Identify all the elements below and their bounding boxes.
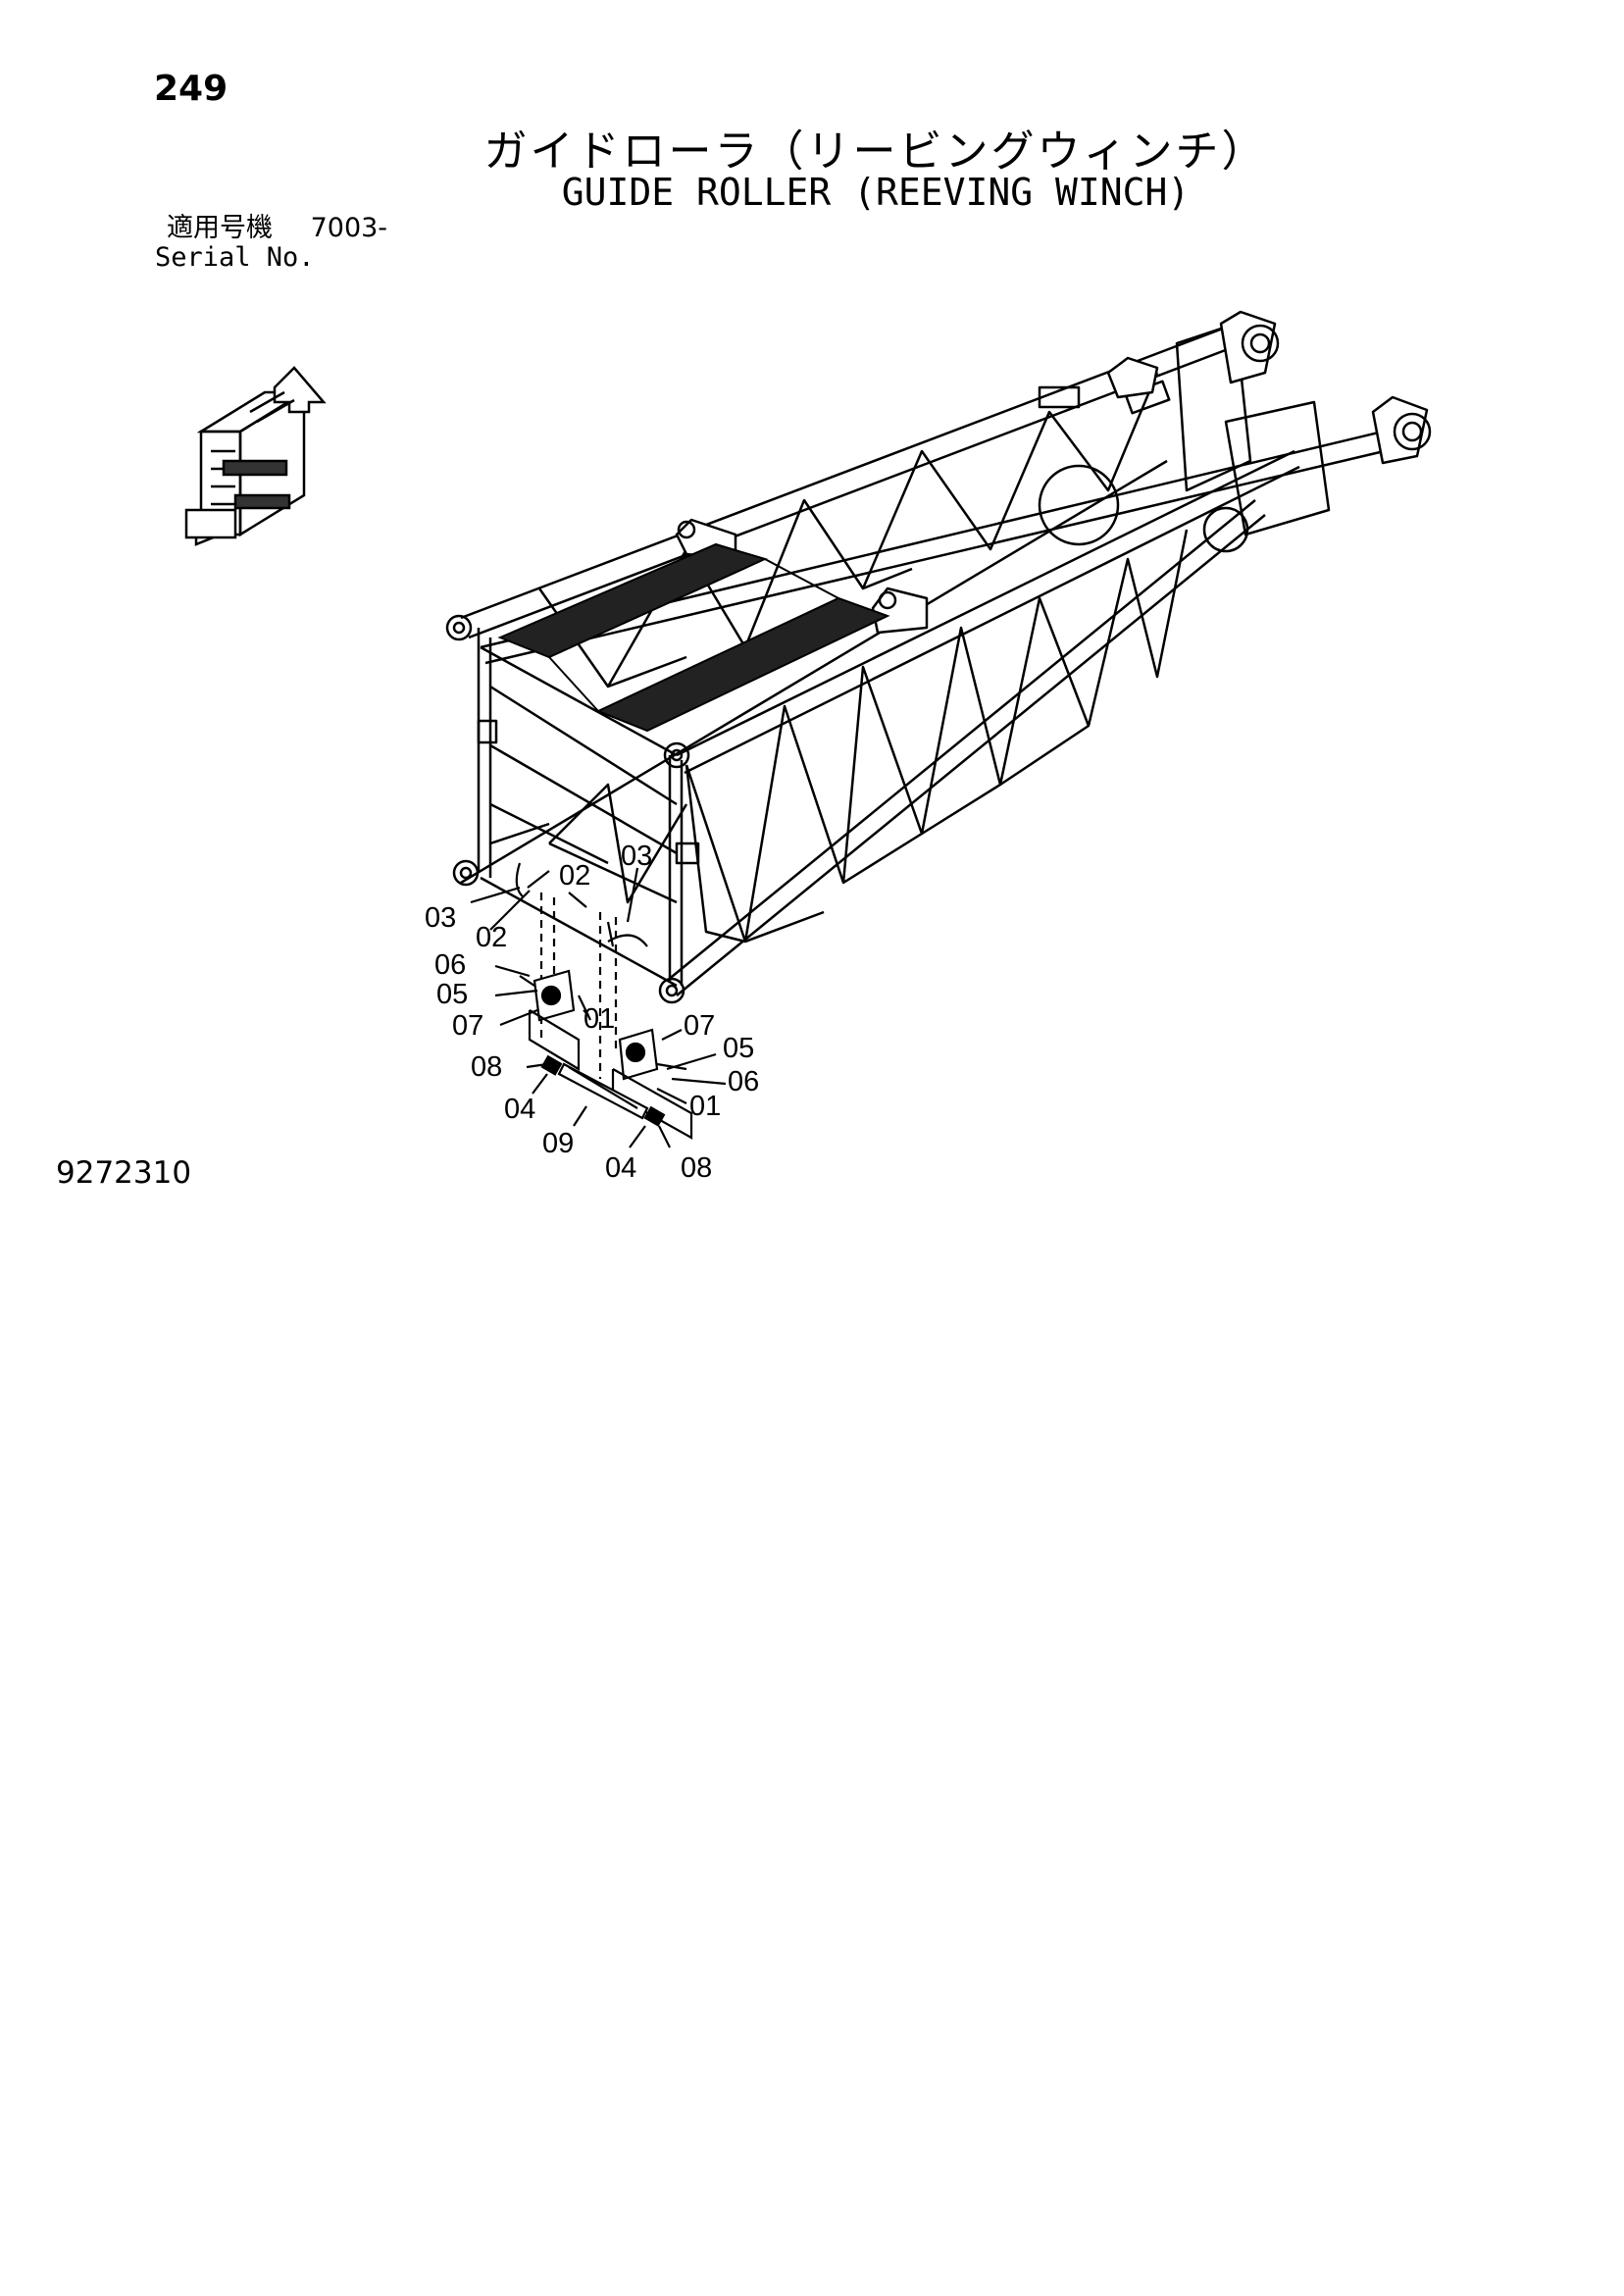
tip-sheave-right <box>1371 395 1432 465</box>
boom-structure <box>445 310 1432 1004</box>
page-number: 249 <box>154 69 228 109</box>
callout-02-left: 02 <box>476 922 507 953</box>
callout-07-right: 07 <box>684 1010 715 1042</box>
callout-02-right: 02 <box>559 860 590 892</box>
serial-label-english: Serial No. <box>155 242 315 273</box>
callout-08-left: 08 <box>471 1051 502 1083</box>
callout-07-left: 07 <box>452 1010 483 1042</box>
walkway-platforms <box>497 542 890 733</box>
callout-05-left: 05 <box>436 979 468 1010</box>
tip-sheave-left <box>1219 310 1280 384</box>
serial-info: 適用号機 7003- Serial No. <box>155 214 387 273</box>
callout-01-left: 01 <box>584 1003 615 1035</box>
callout-09: 09 <box>542 1128 574 1159</box>
guide-roller-assembly <box>470 862 727 1148</box>
callout-04-right: 04 <box>605 1152 636 1184</box>
callout-06-left: 06 <box>434 949 466 981</box>
callout-01-right: 01 <box>689 1091 721 1122</box>
serial-label-japanese: 適用号機 <box>167 213 273 243</box>
callout-08-right: 08 <box>681 1152 712 1184</box>
callout-03-left: 03 <box>425 902 456 934</box>
page-title-japanese: ガイドローラ（リービングウィンチ） <box>483 127 1268 177</box>
callout-05-right: 05 <box>723 1033 754 1064</box>
serial-value: 7003- <box>310 213 388 243</box>
page-title-english: GUIDE ROLLER (REEVING WINCH) <box>561 171 1191 214</box>
callout-03-right: 03 <box>621 841 652 872</box>
orientation-icon <box>184 366 327 546</box>
document-code: 9272310 <box>56 1155 192 1191</box>
callout-06-right: 06 <box>728 1066 759 1097</box>
callout-04-left: 04 <box>504 1094 535 1125</box>
